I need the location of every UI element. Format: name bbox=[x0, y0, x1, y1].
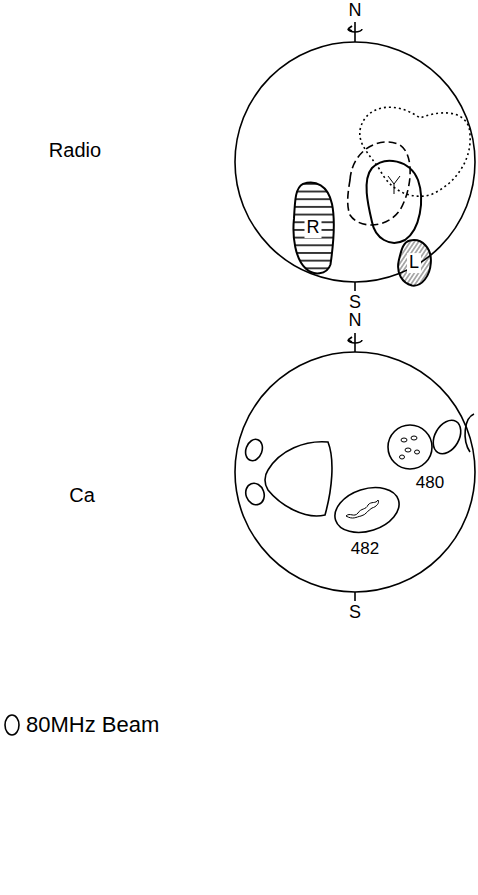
sunspot bbox=[401, 438, 407, 442]
legend-sample bbox=[2, 712, 22, 738]
region-label: R bbox=[305, 218, 322, 238]
plage bbox=[388, 425, 432, 469]
region-number: 480 bbox=[416, 474, 444, 493]
region-number: 482 bbox=[351, 540, 379, 559]
hatched-region: R bbox=[288, 180, 338, 276]
hatched-region: L bbox=[394, 238, 434, 288]
plage-detail bbox=[346, 500, 379, 518]
beam-contour-dotted bbox=[360, 107, 470, 196]
pole-label: N bbox=[349, 311, 362, 331]
panel-label: Ca bbox=[69, 484, 95, 506]
region-label: L bbox=[407, 253, 421, 273]
panel-label: Radio bbox=[49, 139, 101, 161]
pole-label: N bbox=[349, 1, 362, 21]
beam-contour-dashed bbox=[348, 142, 410, 225]
pole-tick bbox=[354, 592, 356, 601]
sunspot bbox=[415, 450, 420, 454]
sunspot bbox=[405, 448, 411, 452]
solar-disk bbox=[235, 352, 475, 592]
sunspot bbox=[411, 436, 417, 440]
beam-contour-solid bbox=[367, 161, 422, 243]
plage bbox=[265, 442, 332, 516]
legend-text: 80MHz Beam bbox=[26, 712, 159, 738]
plage bbox=[243, 437, 266, 463]
sunspot bbox=[400, 455, 405, 459]
rotation-arrowhead bbox=[348, 26, 352, 31]
legend-entry: 80MHz Beam bbox=[2, 712, 159, 738]
plage bbox=[329, 480, 405, 540]
pole-tick bbox=[354, 282, 356, 291]
plage bbox=[428, 415, 467, 458]
beam-center-mark bbox=[388, 176, 400, 194]
pole-label: S bbox=[349, 603, 361, 623]
plage bbox=[243, 481, 267, 508]
rotation-arrowhead bbox=[348, 337, 352, 342]
pole-label: S bbox=[349, 293, 361, 313]
solar-disk bbox=[235, 42, 475, 282]
plage bbox=[465, 414, 474, 452]
